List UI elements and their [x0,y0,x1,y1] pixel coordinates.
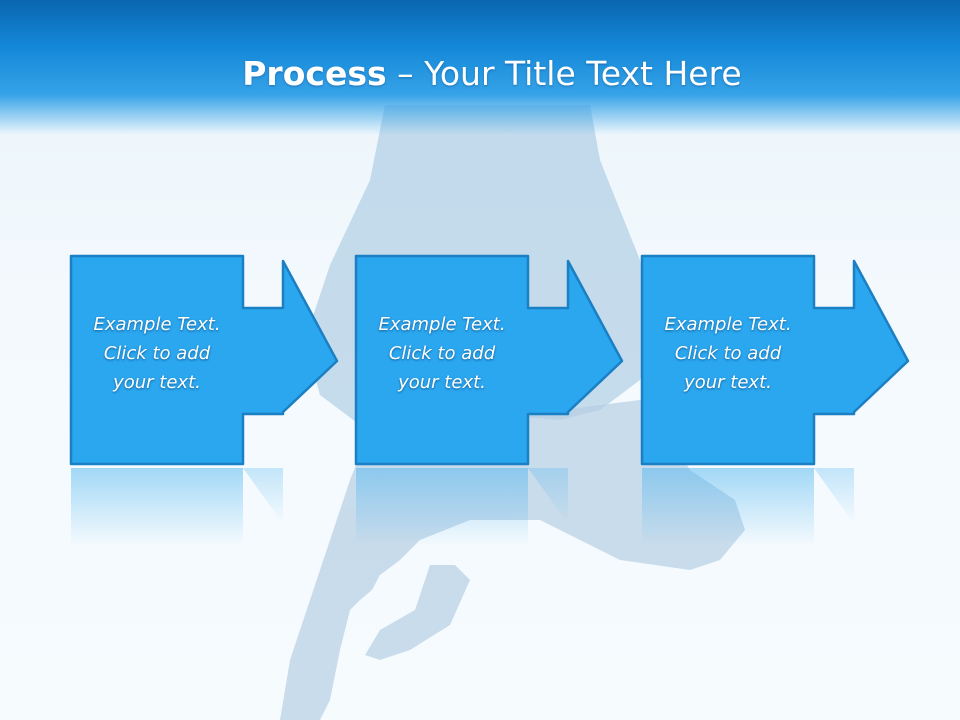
step-3-line-2: Click to add [674,343,782,364]
step-2-arrow-shape [354,254,624,546]
step-1-line-2: Click to add [103,343,211,364]
slide-title[interactable]: Process – Your Title Text Here [0,52,960,96]
step-2-text: Example Text. Click to add your text. [356,310,528,397]
process-step-2[interactable]: Example Text. Click to add your text. [354,254,636,546]
step-2-line-1: Example Text. [378,314,506,335]
title-bold: Process [242,54,387,93]
title-bar [0,0,960,135]
process-step-3[interactable]: Example Text. Click to add your text. [640,254,922,546]
step-3-line-3: your text. [684,372,772,393]
process-step-1[interactable]: Example Text. Click to add your text. [69,254,351,546]
step-2-line-3: your text. [398,372,486,393]
step-1-arrow-shape [69,254,339,546]
title-rest: – Your Title Text Here [386,54,742,93]
step-1-line-3: your text. [113,372,201,393]
step-3-line-1: Example Text. [664,314,792,335]
step-1-line-1: Example Text. [93,314,221,335]
step-1-text: Example Text. Click to add your text. [71,310,243,397]
step-3-text: Example Text. Click to add your text. [642,310,814,397]
step-3-arrow-shape [640,254,910,546]
step-2-line-2: Click to add [388,343,496,364]
